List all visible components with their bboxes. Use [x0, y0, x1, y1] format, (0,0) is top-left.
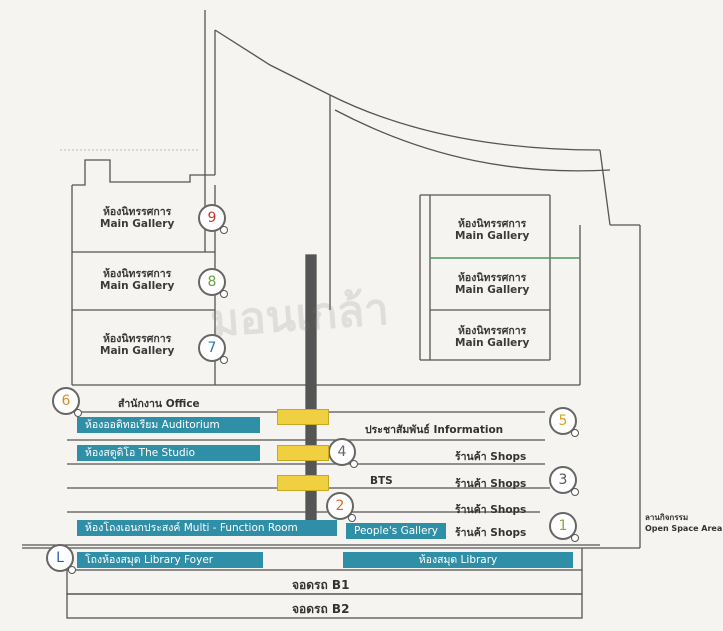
- floor-9-marker[interactable]: 9: [198, 204, 228, 234]
- gallery-en: Main Gallery: [100, 218, 175, 230]
- studio-bar[interactable]: ห้องสตูดิโอ The Studio: [77, 445, 260, 461]
- floor-number: 1: [558, 518, 568, 534]
- floor-7-marker[interactable]: 7: [198, 334, 228, 364]
- open-space-en: Open Space Area: [645, 524, 723, 533]
- gallery-en: Main Gallery: [455, 337, 530, 349]
- connector-dot: [348, 514, 356, 522]
- gallery-en: Main Gallery: [100, 345, 175, 357]
- floor-number: 6: [61, 393, 71, 409]
- shops-label-4: ร้านค้า Shops: [455, 451, 527, 463]
- floor-4-marker[interactable]: 4: [328, 438, 358, 468]
- watermark: มอนเกล้า: [208, 283, 391, 348]
- bts-label: BTS: [370, 475, 393, 487]
- connector-dot: [220, 226, 228, 234]
- parking-b1-label: จอดรถ B1: [292, 578, 350, 592]
- gallery-left-8: ห้องนิทรรศการ Main Gallery: [100, 268, 174, 292]
- gallery-th: ห้องนิทรรศการ: [103, 206, 172, 218]
- floor-L-marker[interactable]: L: [46, 544, 76, 574]
- floor-1-marker[interactable]: 1: [549, 512, 579, 542]
- floor-number: 4: [337, 444, 347, 460]
- shops-label-2: ร้านค้า Shops: [455, 504, 527, 516]
- connector-dot: [220, 290, 228, 298]
- connector-dot: [571, 429, 579, 437]
- gallery-left-7: ห้องนิทรรศการ Main Gallery: [100, 333, 174, 357]
- connector-dot: [68, 566, 76, 574]
- gallery-th: ห้องนิทรรศการ: [458, 272, 527, 284]
- bridge-connector-middle: [277, 445, 329, 461]
- gallery-right-lower: ห้องนิทรรศการ Main Gallery: [455, 325, 529, 349]
- bridge-connector-upper: [277, 409, 329, 425]
- multi-function-room-bar[interactable]: ห้องโถงเอนกประสงค์ Multi - Function Room: [77, 520, 337, 536]
- auditorium-bar[interactable]: ห้องออดิทอเรียม Auditorium: [77, 417, 260, 433]
- connector-dot: [350, 460, 358, 468]
- shops-label-3: ร้านค้า Shops: [455, 478, 527, 490]
- library-bar[interactable]: ห้องสมุด Library: [343, 552, 573, 568]
- floor-8-marker[interactable]: 8: [198, 268, 228, 298]
- peoples-gallery-bar[interactable]: People's Gallery: [346, 523, 446, 539]
- floor-number: 2: [335, 498, 345, 514]
- shops-label-1: ร้านค้า Shops: [455, 527, 527, 539]
- gallery-th: ห้องนิทรรศการ: [458, 218, 527, 230]
- floor-number: 5: [558, 413, 568, 429]
- gallery-right-upper: ห้องนิทรรศการ Main Gallery: [455, 218, 529, 242]
- connector-dot: [571, 488, 579, 496]
- connector-dot: [220, 356, 228, 364]
- open-space-th: ลานกิจกรรม: [645, 513, 689, 522]
- office-label: สำนักงาน Office: [118, 398, 200, 410]
- information-label: ประชาสัมพันธ์ Information: [365, 424, 504, 436]
- library-foyer-bar[interactable]: โถงห้องสมุด Library Foyer: [77, 552, 263, 568]
- floor-number: 3: [558, 472, 568, 488]
- bts-connector: [277, 475, 329, 491]
- floor-5-marker[interactable]: 5: [549, 407, 579, 437]
- floor-number: L: [56, 550, 64, 566]
- floor-number: 7: [207, 340, 217, 356]
- gallery-en: Main Gallery: [455, 284, 530, 296]
- parking-b2-label: จอดรถ B2: [292, 602, 350, 616]
- gallery-th: ห้องนิทรรศการ: [103, 333, 172, 345]
- gallery-en: Main Gallery: [100, 280, 175, 292]
- gallery-left-9: ห้องนิทรรศการ Main Gallery: [100, 206, 174, 230]
- floor-6-marker[interactable]: 6: [52, 387, 82, 417]
- gallery-en: Main Gallery: [455, 230, 530, 242]
- gallery-th: ห้องนิทรรศการ: [458, 325, 527, 337]
- connector-dot: [571, 534, 579, 542]
- floor-2-marker[interactable]: 2: [326, 492, 356, 522]
- gallery-th: ห้องนิทรรศการ: [103, 268, 172, 280]
- gallery-right-middle: ห้องนิทรรศการ Main Gallery: [455, 272, 529, 296]
- floor-number: 9: [207, 210, 217, 226]
- open-space-label: ลานกิจกรรม Open Space Area: [645, 512, 722, 534]
- connector-dot: [74, 409, 82, 417]
- floor-3-marker[interactable]: 3: [549, 466, 579, 496]
- floor-number: 8: [207, 274, 217, 290]
